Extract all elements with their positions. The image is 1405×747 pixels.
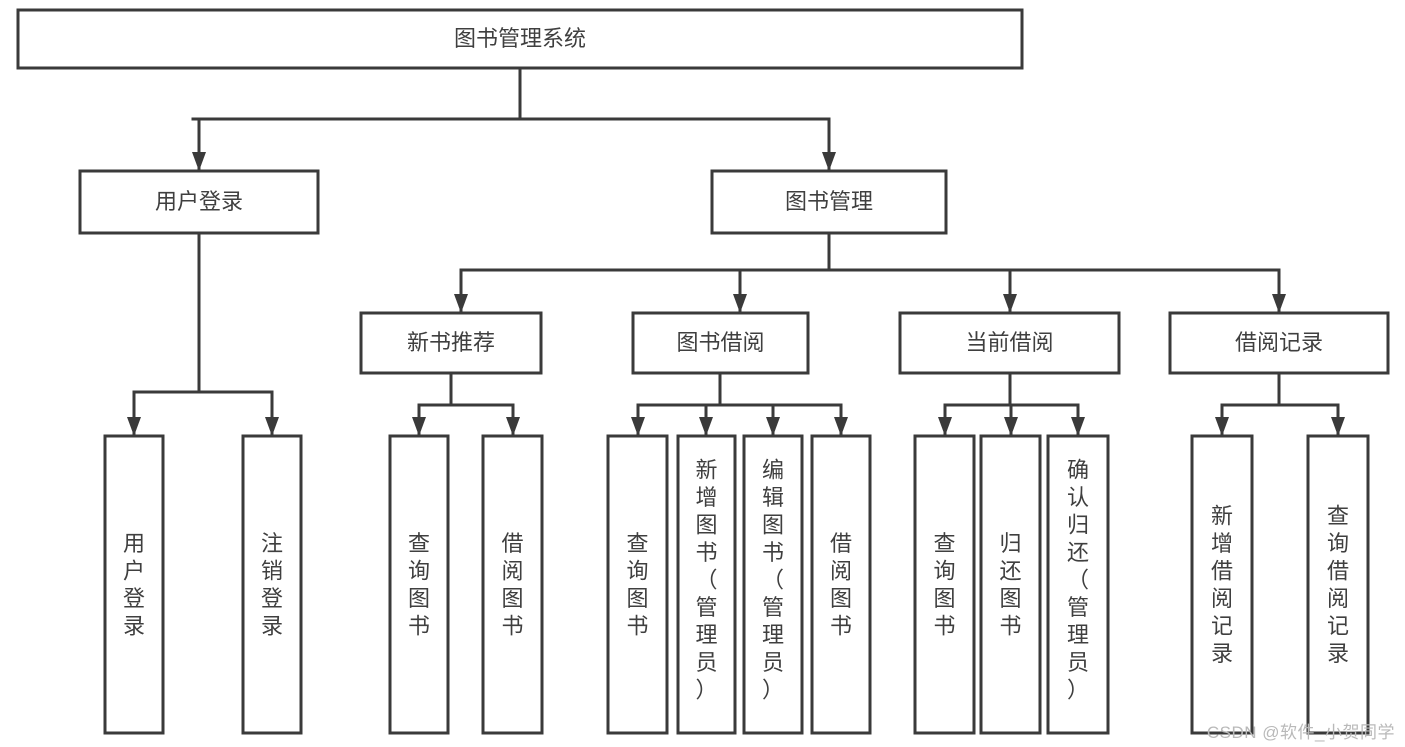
node-leaf-query-book-borrow[interactable]: 查询图书 bbox=[606, 434, 669, 735]
arrow-head-icon bbox=[1003, 294, 1017, 313]
node-label-leaf-borrow-book-recommend: 借阅图书 bbox=[501, 531, 523, 639]
arrow-head-icon bbox=[1071, 417, 1085, 436]
node-leaf-query-borrow-record[interactable]: 查询借阅记录 bbox=[1306, 434, 1370, 735]
node-box-leaf-logout[interactable] bbox=[241, 434, 303, 735]
node-label-leaf-add-book-admin: 新增图书（管理员） bbox=[695, 457, 717, 702]
node-label-leaf-query-book-borrow: 查询图书 bbox=[626, 531, 648, 639]
node-leaf-user-login[interactable]: 用户登录 bbox=[103, 434, 165, 735]
arrow-head-icon bbox=[822, 152, 836, 171]
node-leaf-borrow-book[interactable]: 借阅图书 bbox=[810, 434, 872, 735]
node-box-current-borrow[interactable] bbox=[898, 311, 1121, 375]
node-label-book-management: 图书管理 bbox=[785, 189, 873, 214]
node-label-new-book-recommend: 新书推荐 bbox=[407, 330, 495, 355]
node-boxes-layer: 图书管理系统用户登录图书管理新书推荐图书借阅当前借阅借阅记录用户登录注销登录查询… bbox=[16, 8, 1390, 735]
node-label-user-login: 用户登录 bbox=[155, 189, 243, 214]
node-leaf-return-book[interactable]: 归还图书 bbox=[979, 434, 1042, 735]
node-box-leaf-query-book-current[interactable] bbox=[913, 434, 976, 735]
node-borrow-record[interactable]: 借阅记录 bbox=[1168, 311, 1390, 375]
node-new-book-recommend[interactable]: 新书推荐 bbox=[359, 311, 543, 375]
node-box-leaf-user-login[interactable] bbox=[103, 434, 165, 735]
arrow-head-icon bbox=[192, 152, 206, 171]
node-label-leaf-query-book-current: 查询图书 bbox=[933, 531, 955, 639]
arrow-head-icon bbox=[1215, 417, 1229, 436]
node-box-leaf-return-book[interactable] bbox=[979, 434, 1042, 735]
arrow-head-icon bbox=[1331, 417, 1345, 436]
node-label-leaf-query-borrow-record: 查询借阅记录 bbox=[1327, 503, 1349, 666]
node-box-leaf-confirm-return-admin[interactable] bbox=[1046, 434, 1110, 735]
node-label-leaf-borrow-book: 借阅图书 bbox=[830, 531, 852, 639]
node-label-leaf-logout: 注销登录 bbox=[261, 531, 283, 639]
node-box-borrow-record[interactable] bbox=[1168, 311, 1390, 375]
node-box-user-login[interactable] bbox=[78, 169, 320, 235]
node-label-book-borrow: 图书借阅 bbox=[676, 330, 764, 355]
node-root[interactable]: 图书管理系统 bbox=[16, 8, 1024, 70]
node-user-login[interactable]: 用户登录 bbox=[78, 169, 320, 235]
arrow-head-icon bbox=[127, 417, 141, 436]
node-leaf-confirm-return-admin[interactable]: 确认归还（管理员） bbox=[1046, 434, 1110, 735]
node-label-leaf-query-book-recommend: 查询图书 bbox=[408, 531, 430, 639]
arrow-head-icon bbox=[766, 417, 780, 436]
arrow-head-icon bbox=[506, 417, 520, 436]
node-current-borrow[interactable]: 当前借阅 bbox=[898, 311, 1121, 375]
node-label-borrow-record: 借阅记录 bbox=[1235, 330, 1323, 355]
node-leaf-edit-book-admin[interactable]: 编辑图书（管理员） bbox=[742, 434, 804, 735]
arrow-head-icon bbox=[938, 417, 952, 436]
node-leaf-logout[interactable]: 注销登录 bbox=[241, 434, 303, 735]
csdn-watermark: CSDN @软件_小贺同学 bbox=[1206, 723, 1395, 742]
node-box-leaf-query-book-borrow[interactable] bbox=[606, 434, 669, 735]
node-box-leaf-edit-book-admin[interactable] bbox=[742, 434, 804, 735]
node-box-leaf-query-borrow-record[interactable] bbox=[1306, 434, 1370, 735]
node-leaf-query-book-recommend[interactable]: 查询图书 bbox=[388, 434, 450, 735]
node-book-management[interactable]: 图书管理 bbox=[710, 169, 948, 235]
node-box-leaf-borrow-book[interactable] bbox=[810, 434, 872, 735]
node-box-leaf-add-book-admin[interactable] bbox=[676, 434, 737, 735]
node-leaf-borrow-book-recommend[interactable]: 借阅图书 bbox=[481, 434, 544, 735]
node-label-leaf-confirm-return-admin: 确认归还（管理员） bbox=[1067, 457, 1089, 702]
node-label-leaf-add-borrow-record: 新增借阅记录 bbox=[1211, 503, 1233, 666]
arrow-head-icon bbox=[733, 294, 747, 313]
node-leaf-add-borrow-record[interactable]: 新增借阅记录 bbox=[1190, 434, 1254, 735]
node-box-leaf-add-borrow-record[interactable] bbox=[1190, 434, 1254, 735]
arrow-head-icon bbox=[834, 417, 848, 436]
node-label-root: 图书管理系统 bbox=[454, 26, 586, 51]
arrow-head-icon bbox=[265, 417, 279, 436]
arrow-head-icon bbox=[631, 417, 645, 436]
arrow-head-icon bbox=[1272, 294, 1286, 313]
arrow-head-icon bbox=[454, 294, 468, 313]
node-box-leaf-borrow-book-recommend[interactable] bbox=[481, 434, 544, 735]
node-leaf-query-book-current[interactable]: 查询图书 bbox=[913, 434, 976, 735]
node-label-leaf-edit-book-admin: 编辑图书（管理员） bbox=[762, 457, 784, 702]
arrow-head-icon bbox=[699, 417, 713, 436]
node-box-leaf-query-book-recommend[interactable] bbox=[388, 434, 450, 735]
node-book-borrow[interactable]: 图书借阅 bbox=[631, 311, 810, 375]
node-box-book-borrow[interactable] bbox=[631, 311, 810, 375]
node-label-leaf-user-login: 用户登录 bbox=[123, 531, 145, 639]
node-box-book-management[interactable] bbox=[710, 169, 948, 235]
node-label-leaf-return-book: 归还图书 bbox=[999, 531, 1021, 639]
arrow-head-icon bbox=[412, 417, 426, 436]
node-box-new-book-recommend[interactable] bbox=[359, 311, 543, 375]
node-box-root[interactable] bbox=[16, 8, 1024, 70]
node-leaf-add-book-admin[interactable]: 新增图书（管理员） bbox=[676, 434, 737, 735]
arrow-head-icon bbox=[1004, 417, 1018, 436]
node-label-current-borrow: 当前借阅 bbox=[965, 330, 1053, 355]
connector-edges-layer bbox=[127, 66, 1345, 437]
